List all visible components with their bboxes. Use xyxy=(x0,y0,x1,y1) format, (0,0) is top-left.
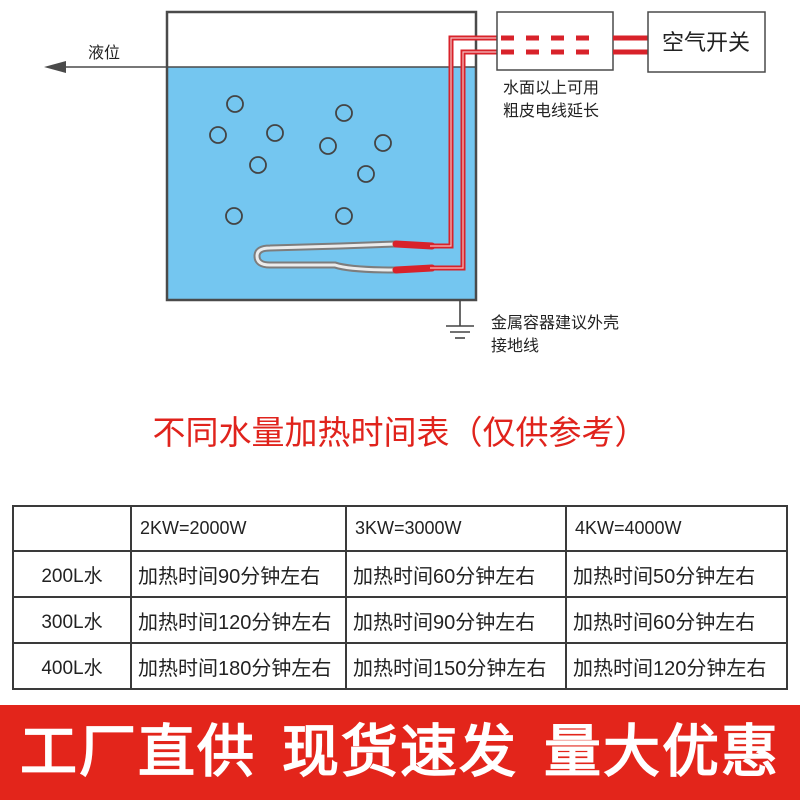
bubbles xyxy=(209,95,392,225)
table-header-cell: 2KW=2000W xyxy=(130,505,347,552)
table-cell: 加热时间120分钟左右 xyxy=(565,642,788,690)
heater-tube-highlight xyxy=(255,242,398,272)
tank-outline xyxy=(165,10,478,302)
table-cell: 加热时间150分钟左右 xyxy=(345,642,567,690)
bubble xyxy=(226,95,244,113)
table-cell: 加热时间180分钟左右 xyxy=(130,642,347,690)
bubble xyxy=(335,207,353,225)
heating-time-table-title: 不同水量加热时间表（仅供参考） xyxy=(152,414,648,451)
table-row: 200L水 加热时间90分钟左右 加热时间60分钟左右 加热时间50分钟左右 xyxy=(12,550,788,598)
table-row: 400L水 加热时间180分钟左右 加热时间150分钟左右 加热时间120分钟左… xyxy=(12,642,788,690)
table-header-cell: 3KW=3000W xyxy=(345,505,567,552)
extension-cable-box xyxy=(496,11,614,71)
promo-banner: 工厂直供 现货速发 量大优惠 xyxy=(0,705,800,800)
table-header-row: 2KW=2000W 3KW=3000W 4KW=4000W xyxy=(12,505,788,552)
arrow-left-icon xyxy=(44,61,66,73)
bubble xyxy=(319,137,337,155)
promo-slogan: 量大优惠 xyxy=(544,720,780,784)
water-body xyxy=(168,67,475,299)
bubble xyxy=(374,134,392,152)
table-cell: 加热时间120分钟左右 xyxy=(130,596,347,644)
power-wire-1 xyxy=(430,35,497,249)
ground-icon xyxy=(446,300,474,339)
table-cell: 加热时间90分钟左右 xyxy=(345,596,567,644)
wire-core xyxy=(430,51,497,269)
air-breaker-label: 空气开关 xyxy=(662,30,750,55)
wire-core xyxy=(430,37,497,247)
air-breaker-box xyxy=(647,11,766,73)
bubble xyxy=(357,165,375,183)
table-row-label: 300L水 xyxy=(12,596,132,644)
heater-sleeve-top xyxy=(392,240,436,250)
bubble xyxy=(249,156,267,174)
heating-time-table: 2KW=2000W 3KW=3000W 4KW=4000W 200L水 加热时间… xyxy=(12,505,788,690)
promo-slogan: 现货速发 xyxy=(282,720,518,784)
bubble xyxy=(335,104,353,122)
table-row: 300L水 加热时间120分钟左右 加热时间90分钟左右 加热时间60分钟左右 xyxy=(12,596,788,644)
table-cell: 加热时间50分钟左右 xyxy=(565,550,788,598)
bubble xyxy=(266,124,284,142)
promo-slogan: 工厂直供 xyxy=(20,720,256,784)
table-row-label: 200L水 xyxy=(12,550,132,598)
extension-note-line-1: 水面以上可用 xyxy=(503,79,599,97)
table-header-cell: 4KW=4000W xyxy=(565,505,788,552)
bubble xyxy=(225,207,243,225)
table-row-label: 400L水 xyxy=(12,642,132,690)
heater-sleeve-bottom xyxy=(392,264,436,274)
immersion-heater xyxy=(253,240,436,274)
bubble xyxy=(209,126,227,144)
heater-wiring-diagram: 液位 xyxy=(44,10,766,355)
table-cell: 加热时间60分钟左右 xyxy=(565,596,788,644)
liquid-level-label: 液位 xyxy=(88,44,120,62)
table-cell: 加热时间60分钟左右 xyxy=(345,550,567,598)
ground-note-line-1: 金属容器建议外壳 xyxy=(491,314,619,332)
table-corner-cell xyxy=(12,505,132,552)
power-wire-2 xyxy=(430,49,497,271)
ground-note-line-2: 接地线 xyxy=(491,337,539,355)
table-cell: 加热时间90分钟左右 xyxy=(130,550,347,598)
extension-note-line-2: 粗皮电线延长 xyxy=(503,102,599,120)
